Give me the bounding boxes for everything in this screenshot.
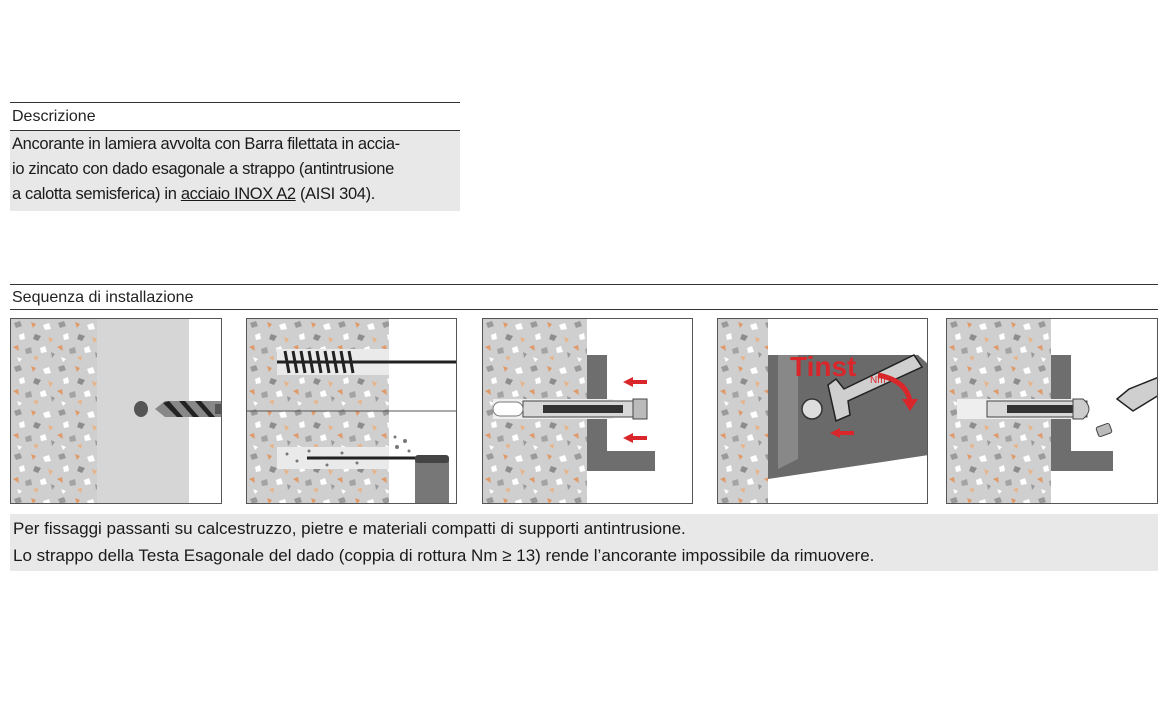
description-title: Descrizione [12,108,96,125]
torque-label: Tinst [790,351,856,382]
step-5-panel [946,318,1158,504]
description-box [10,131,460,211]
description-line: Ancorante in lamiera avvolta con Barra f… [12,135,400,153]
nut-breakoff-icon [947,319,1157,503]
description-line: a calotta semisferica) in acciaio INOX A… [12,185,375,203]
installation-divider-bottom [10,309,1158,310]
description-divider-bottom [10,130,460,131]
material-link: acciaio INOX A2 [180,185,296,203]
torque-unit: Nm [870,375,886,386]
description-line: io zincato con dado esagonale a strappo … [12,160,394,178]
installation-title: Sequenza di installazione [12,289,194,306]
step-3-panel [482,318,693,504]
brush-and-blower-icon [247,319,456,503]
insert-anchor-icon [483,319,692,503]
note-line: Lo strappo della Testa Esagonale del dad… [13,546,875,565]
step-2-panel [246,318,457,504]
drill-bit-icon [11,319,221,503]
notes-box [10,514,1158,571]
description-text: Ancorante in lamiera avvolta con Barra f… [12,132,462,207]
step-1-panel [10,318,222,504]
installation-divider [10,284,1158,285]
description-divider [10,102,460,103]
note-line: Per fissaggi passanti su calcestruzzo, p… [13,519,686,538]
step-4-panel: Tinst Nm [717,318,928,504]
torque-wrench-icon: Tinst Nm [718,319,927,503]
notes-text: Per fissaggi passanti su calcestruzzo, p… [13,515,874,569]
